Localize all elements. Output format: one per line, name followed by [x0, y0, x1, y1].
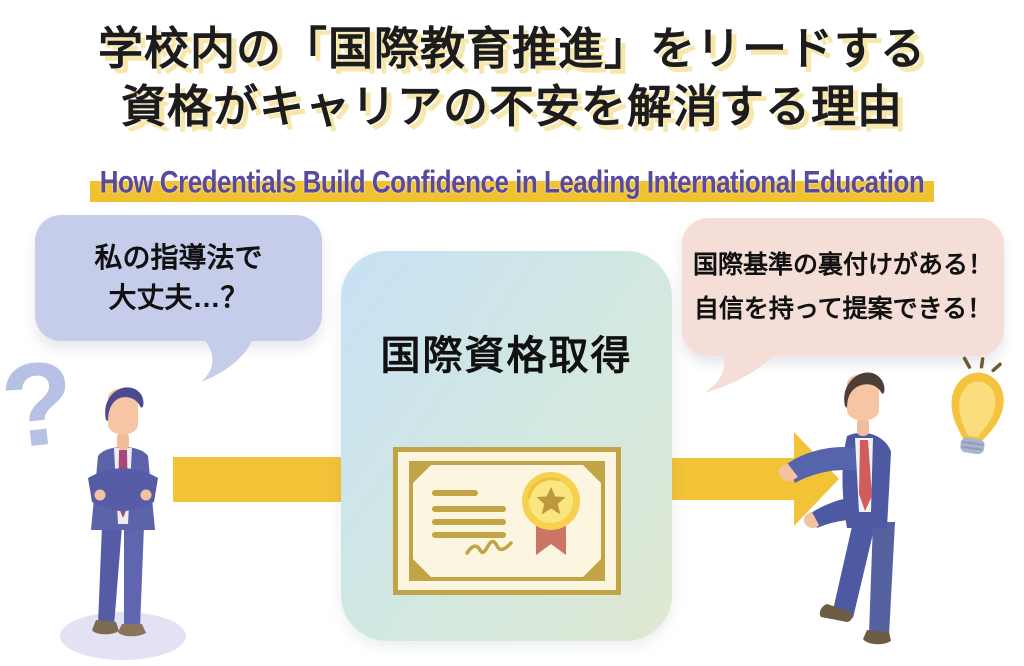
medal-icon — [521, 472, 580, 555]
certificate-icon — [392, 447, 621, 595]
right-bubble-line1: 国際基準の裏付けがある！ — [692, 251, 993, 279]
arrow-left-to-center — [173, 457, 341, 502]
page-title-line2: 資格がキャリアの不安を解消する理由 — [120, 81, 903, 132]
left-bubble-tail — [201, 338, 253, 382]
page-title: 学校内の「国際教育推進」をリードする 資格がキャリアの不安を解消する理由 — [0, 20, 1024, 136]
left-bubble-line2: 大丈夫…？ — [108, 282, 249, 313]
page-title-line1: 学校内の「国際教育推進」をリードする — [97, 23, 926, 74]
lightbulb-icon — [951, 356, 1004, 455]
left-bubble-line1: 私の指導法で — [94, 242, 263, 273]
credential-box: 国際資格取得 — [341, 251, 672, 641]
right-bubble-line2: 自信を持って提案できる！ — [693, 295, 993, 323]
subtitle-banner: How Credentials Build Confidence in Lead… — [0, 158, 1024, 202]
subtitle-highlight-bar — [89, 181, 935, 202]
worried-teacher-illustration — [60, 387, 186, 660]
right-speech-bubble: 国際基準の裏付けがある！ 自信を持って提案できる！ — [682, 218, 1004, 393]
subtitle-inner: How Credentials Build Confidence in Lead… — [89, 163, 935, 202]
confident-teacher-illustration — [778, 372, 895, 645]
subtitle-text: How Credentials Build Confidence in Lead… — [99, 163, 925, 200]
arrow-right-icon — [672, 432, 839, 526]
left-speech-bubble: 私の指導法で 大丈夫…？ — [35, 215, 322, 382]
right-bubble-tail — [704, 353, 776, 393]
credential-box-label: 国際資格取得 — [380, 334, 633, 378]
